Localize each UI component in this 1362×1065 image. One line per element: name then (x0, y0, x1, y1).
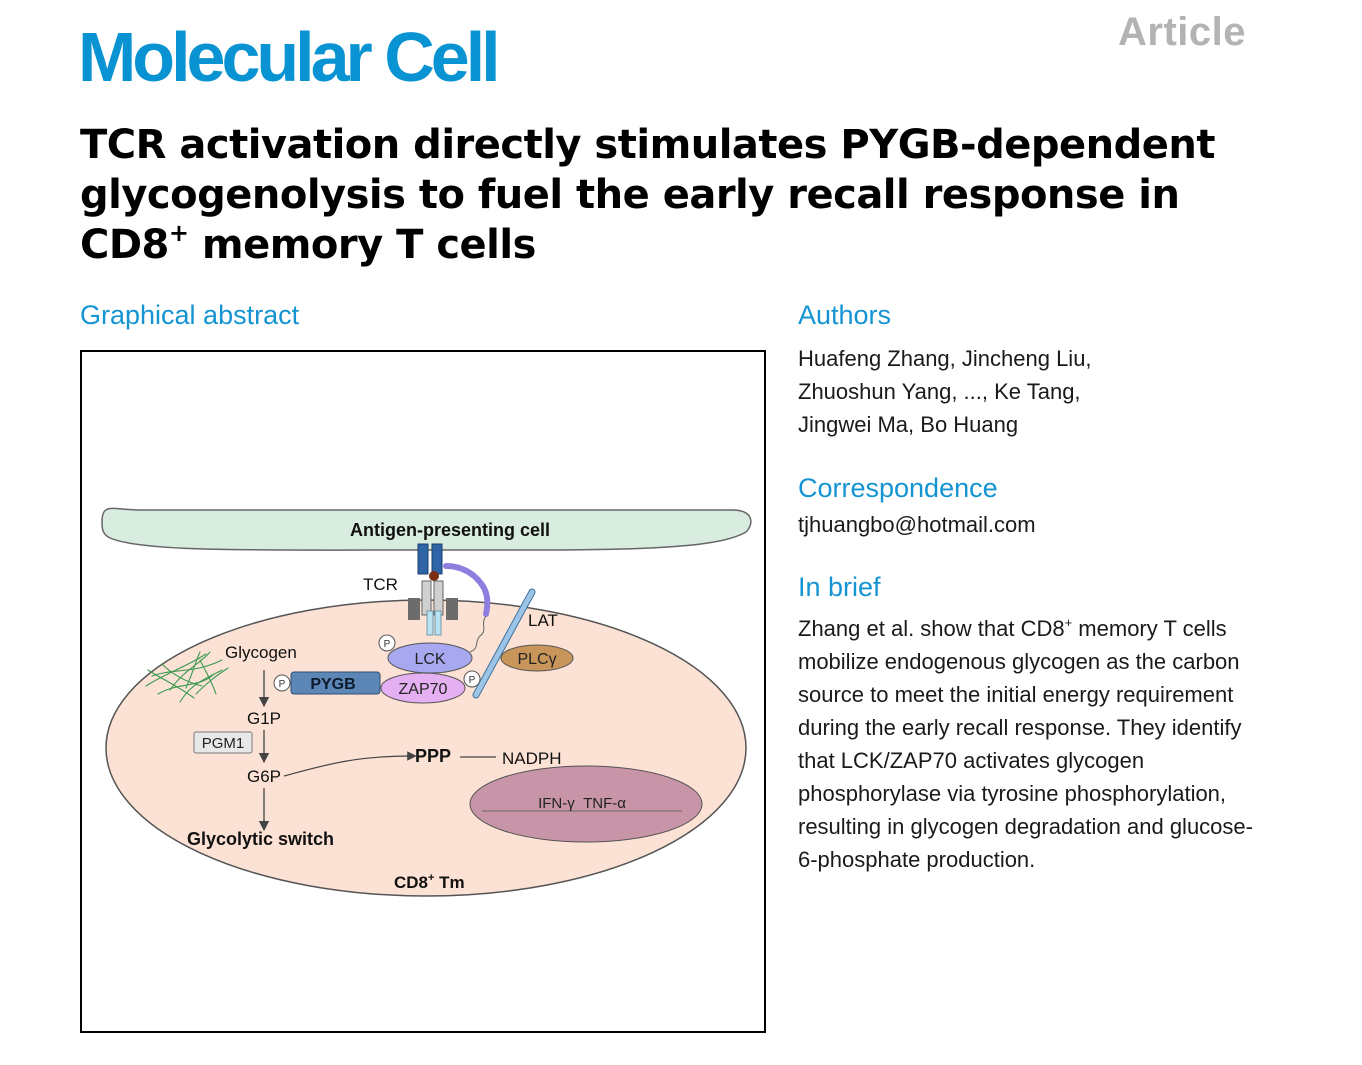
g6p-to-ppp-arrow (283, 751, 417, 777)
pgm1-label: PGM1 (202, 735, 245, 752)
authors-line-2: Zhuoshun Yang, ..., Ke Tang, (798, 379, 1081, 404)
antigen-peptide (429, 571, 439, 581)
article-type-label: Article (1118, 10, 1246, 54)
pgm1-box (193, 731, 253, 754)
cd8-coreceptor (443, 563, 491, 617)
graphical-abstract-diagram: Antigen-presenting cell TCR LAT LCK P ZA… (101, 507, 752, 897)
zap70-phospho-label: P (469, 675, 476, 686)
tcr-left-chain (421, 580, 432, 616)
tcr-label: TCR (363, 575, 398, 594)
plcg-node (500, 644, 574, 672)
cd3-left (408, 598, 420, 620)
in-brief-text: Zhang et al. show that CD8+ memory T cel… (798, 612, 1268, 876)
cd3-zeta-left (426, 610, 434, 636)
title-superscript: + (168, 219, 189, 247)
authors-line-3: Jingwei Ma, Bo Huang (798, 412, 1019, 437)
apc-label: Antigen-presenting cell (350, 520, 550, 540)
graphical-abstract-heading: Graphical abstract (80, 300, 300, 330)
mhc-right (431, 543, 443, 575)
journal-logo: Molecular Cell (78, 18, 501, 96)
lck-tether (469, 615, 487, 653)
glycolytic-switch-label: Glycolytic switch (187, 829, 334, 849)
pygb-label: PYGB (310, 676, 355, 693)
plcg-label: PLCγ (517, 651, 556, 668)
nadph-label: NADPH (502, 749, 562, 768)
tcr-right-chain (433, 580, 444, 616)
lat-fill (473, 589, 535, 698)
g1p-label: G1P (247, 709, 281, 728)
in-brief-text-pre: Zhang et al. show that CD8 (798, 616, 1065, 641)
lck-label: LCK (414, 651, 445, 668)
pygb-phospho-marker (273, 674, 291, 692)
authors-list: Huafeng Zhang, Jincheng Liu, Zhuoshun Ya… (798, 342, 1092, 441)
in-brief-text-post: memory T cells mobilize endogenous glyco… (798, 616, 1253, 872)
nucleus (469, 765, 703, 843)
glycogen-strands (145, 651, 229, 703)
correspondence-heading: Correspondence (798, 473, 998, 503)
cytokines-label: IFN-γ TNF-α (538, 795, 626, 812)
in-brief-heading: In brief (798, 572, 881, 602)
apc-membrane (101, 507, 752, 551)
pygb-phospho-label: P (279, 679, 286, 690)
cd8-tm-label: CD8+ Tm (394, 872, 465, 892)
title-line-3-pre: CD8 (80, 222, 169, 268)
authors-line-1: Huafeng Zhang, Jincheng Liu, (798, 346, 1092, 371)
zap70-label: ZAP70 (399, 681, 448, 698)
lck-phospho-label: P (384, 639, 391, 650)
title-line-2: glycogenolysis to fuel the early recall … (80, 172, 1180, 218)
zap70-node (380, 672, 466, 704)
in-brief-superscript: + (1064, 615, 1073, 630)
glycogen-label: Glycogen (225, 643, 297, 662)
graphical-abstract-figure: Antigen-presenting cell TCR LAT LCK P ZA… (80, 350, 766, 1033)
article-title: TCR activation directly stimulates PYGB-… (80, 120, 1280, 270)
authors-heading: Authors (798, 300, 892, 330)
cd3-zeta-right (434, 610, 442, 636)
lat-label: LAT (528, 611, 558, 630)
title-line-1: TCR activation directly stimulates PYGB-… (80, 122, 1215, 168)
zap70-phospho-marker (463, 670, 481, 688)
mhc-left (417, 543, 429, 575)
cd3-right (446, 598, 458, 620)
correspondence-email-link[interactable]: tjhuangbo@hotmail.com (798, 512, 1036, 537)
pygb-node (290, 671, 381, 695)
lck-phospho-marker (378, 634, 396, 652)
ppp-label: PPP (415, 746, 451, 766)
title-line-3-post: memory T cells (188, 222, 536, 268)
g6p-label: G6P (247, 767, 281, 786)
